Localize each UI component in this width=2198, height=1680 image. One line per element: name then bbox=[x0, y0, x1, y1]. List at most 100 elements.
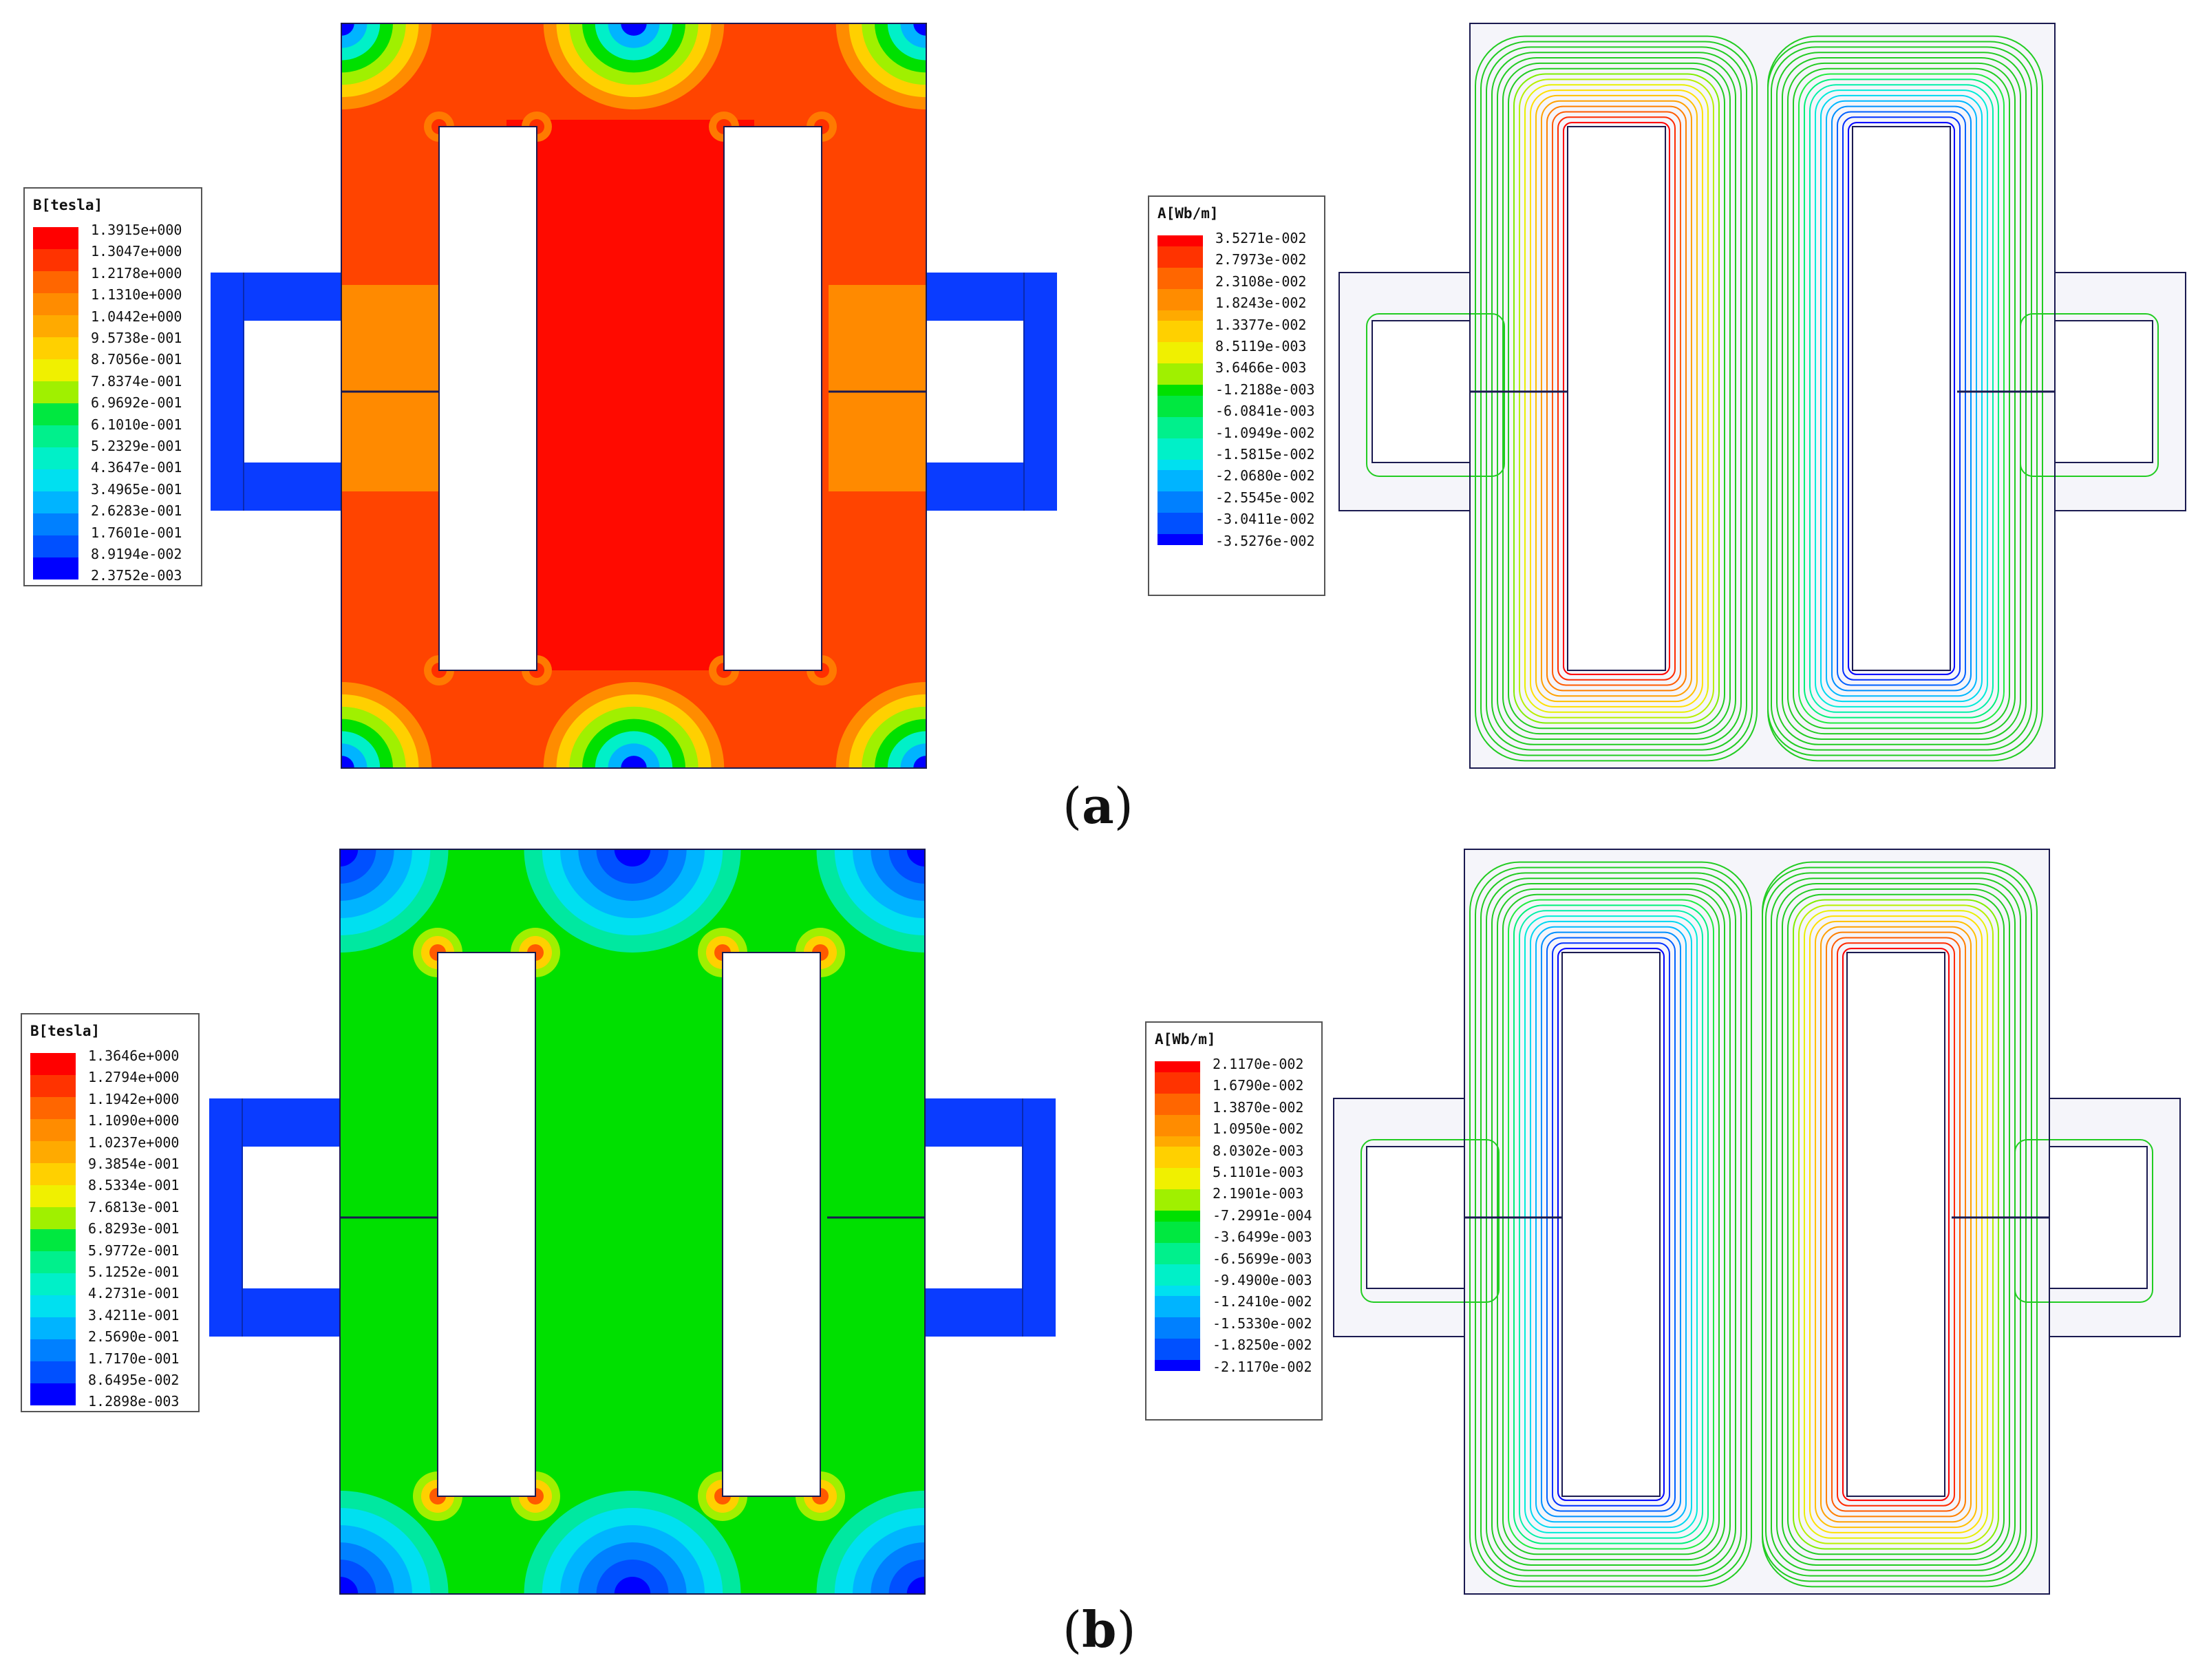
b-legend-a-title: B[tesla] bbox=[33, 197, 103, 213]
a-legend-b-swatch bbox=[1155, 1349, 1200, 1360]
a-legend-b-title: A[Wb/m] bbox=[1155, 1031, 1216, 1048]
flux-line bbox=[1826, 931, 1966, 1518]
a-legend-a-swatch bbox=[1157, 257, 1203, 268]
b-legend-a-swatch bbox=[33, 381, 78, 404]
a-legend-b-value: 2.1901e-003 bbox=[1213, 1185, 1304, 1202]
flux-line bbox=[1848, 122, 1955, 675]
a-legend-b-swatch bbox=[1155, 1296, 1200, 1307]
side-leg-left-window bbox=[242, 1147, 340, 1288]
flux-density-plot-a bbox=[211, 23, 1057, 769]
b-legend-a-swatch bbox=[33, 227, 78, 250]
flux-line bbox=[1546, 105, 1687, 692]
flux-line bbox=[1480, 872, 1742, 1577]
a-legend-a-value: 2.7973e-002 bbox=[1215, 251, 1307, 268]
a-legend-a-swatch bbox=[1157, 427, 1203, 438]
outer-limb-left bbox=[341, 285, 439, 491]
a-legend-a-swatch bbox=[1157, 395, 1203, 406]
b-legend-b-swatch bbox=[30, 1119, 76, 1142]
a-legend-b-value: -1.5330e-002 bbox=[1213, 1315, 1312, 1332]
a-legend-a-swatch bbox=[1157, 342, 1203, 353]
a-legend-a-swatch bbox=[1157, 352, 1203, 363]
b-legend-a-swatch bbox=[33, 469, 78, 492]
flux-line bbox=[1541, 100, 1692, 697]
a-legend-b-swatch bbox=[1155, 1125, 1200, 1136]
b-legend-a-value: 1.3915e+000 bbox=[91, 222, 182, 238]
flux-line bbox=[1557, 116, 1676, 681]
flux-line bbox=[1475, 35, 1758, 762]
a-legend-b-swatch bbox=[1155, 1083, 1200, 1094]
b-legend-a-value: 8.9194e-002 bbox=[91, 546, 182, 562]
b-legend-a-value: 8.7056e-001 bbox=[91, 351, 182, 368]
b-legend-b-value: 4.2731e-001 bbox=[88, 1285, 180, 1302]
b-legend-b-swatch bbox=[30, 1053, 76, 1076]
b-legend-b-swatch bbox=[30, 1229, 76, 1252]
flux-line bbox=[1541, 931, 1681, 1518]
b-legend-b-value: 7.6813e-001 bbox=[88, 1198, 180, 1215]
b-legend-b-value: 1.2898e-003 bbox=[88, 1393, 180, 1410]
side-leg-left-window bbox=[1372, 320, 1471, 463]
b-legend-b-swatch bbox=[30, 1361, 76, 1384]
a-legend-a-value: -1.2188e-003 bbox=[1215, 381, 1315, 398]
b-legend-b-value: 6.8293e-001 bbox=[88, 1220, 180, 1237]
a-legend-a-swatch bbox=[1157, 278, 1203, 289]
b-legend-b-value: 2.5690e-001 bbox=[88, 1328, 180, 1346]
b-legend-a-swatch bbox=[33, 425, 78, 448]
flux-line bbox=[1798, 73, 2005, 724]
b-legend-a-swatch bbox=[33, 271, 78, 294]
flux-line bbox=[1563, 122, 1670, 675]
b-legend-a-swatch bbox=[33, 535, 78, 558]
a-legend-b-swatch bbox=[1155, 1306, 1200, 1317]
a-legend-b-swatch bbox=[1155, 1178, 1200, 1189]
b-legend-a-swatch bbox=[33, 359, 78, 382]
a-legend-a-swatch bbox=[1157, 523, 1203, 534]
field-contour bbox=[906, 1577, 925, 1594]
b-legend-a-value: 1.0442e+000 bbox=[91, 308, 182, 325]
window-right bbox=[1852, 126, 1951, 671]
b-legend-b-swatches bbox=[30, 1053, 76, 1406]
center-limb bbox=[535, 953, 723, 1496]
flux-line bbox=[1809, 84, 1994, 713]
b-legend-b-swatch bbox=[30, 1383, 76, 1406]
a-legend-b-swatch bbox=[1155, 1093, 1200, 1104]
flux-line-leg-left bbox=[1361, 1139, 1500, 1303]
field-contour bbox=[614, 849, 651, 866]
a-legend-a-swatch bbox=[1157, 246, 1203, 257]
a-legend-a-swatch bbox=[1157, 363, 1203, 374]
b-legend-b-swatch bbox=[30, 1185, 76, 1208]
flux-line bbox=[1519, 78, 1714, 719]
flux-line bbox=[1480, 41, 1753, 756]
flux-line bbox=[1771, 46, 2032, 751]
flux-line bbox=[1798, 904, 1994, 1544]
flux-line bbox=[1491, 52, 1742, 745]
b-legend-a-value: 1.7601e-001 bbox=[91, 524, 182, 541]
a-legend-a-swatch bbox=[1157, 534, 1203, 545]
window-left bbox=[1561, 952, 1661, 1497]
flux-density-plot-b bbox=[209, 849, 1056, 1595]
a-legend-b-value: -2.1170e-002 bbox=[1213, 1358, 1312, 1375]
a-legend-b-swatch bbox=[1155, 1275, 1200, 1286]
a-legend-b-value: -3.6499e-003 bbox=[1213, 1229, 1312, 1246]
a-legend-a-swatches bbox=[1157, 235, 1203, 545]
window-right bbox=[1846, 952, 1945, 1497]
a-legend-a-swatch bbox=[1157, 235, 1203, 246]
flux-line-leg-right bbox=[2014, 1139, 2153, 1303]
a-legend-b-value: 2.1170e-002 bbox=[1213, 1056, 1304, 1072]
a-legend-a-swatch bbox=[1157, 480, 1203, 491]
core-outline bbox=[339, 849, 926, 1595]
side-leg-right-window bbox=[925, 1147, 1023, 1288]
a-legend-b-swatch bbox=[1155, 1157, 1200, 1168]
a-legend-b-value: -1.8250e-002 bbox=[1213, 1337, 1312, 1354]
b-legend-a-value: 1.2178e+000 bbox=[91, 264, 182, 281]
b-legend-b-value: 1.1090e+000 bbox=[88, 1112, 180, 1129]
b-legend-b-swatch bbox=[30, 1075, 76, 1098]
b-legend-b-swatch bbox=[30, 1163, 76, 1186]
a-legend-b-value: 1.0950e-002 bbox=[1213, 1120, 1304, 1138]
a-legend-b-swatch bbox=[1155, 1114, 1200, 1125]
flux-line bbox=[1508, 899, 1714, 1550]
b-legend-a-value: 6.1010e-001 bbox=[91, 416, 182, 433]
flux-line bbox=[1837, 942, 1955, 1507]
flux-line bbox=[1497, 57, 1736, 740]
a-legend-a-value: 8.5119e-003 bbox=[1215, 338, 1307, 354]
